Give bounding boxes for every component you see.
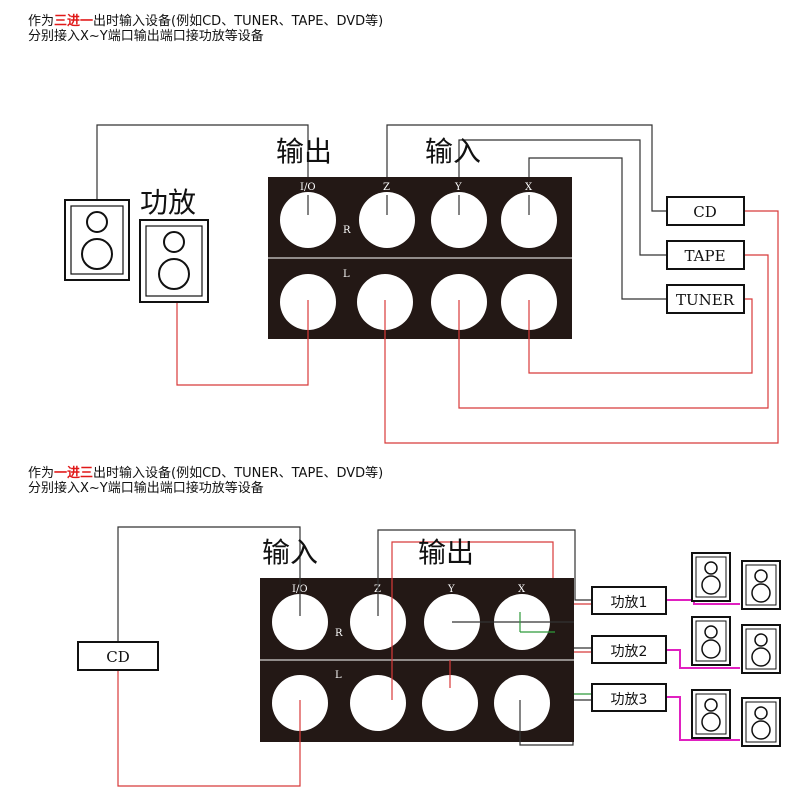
top-port-x: X bbox=[525, 182, 533, 193]
bottom-caption-highlight: 一进三 bbox=[54, 466, 94, 481]
top-wire-speaker-io bbox=[96, 124, 309, 213]
top-caption-highlight: 三进一 bbox=[54, 14, 94, 29]
top-device-cd-label: CD bbox=[693, 203, 717, 221]
bottom-speaker-2-2 bbox=[741, 624, 781, 674]
top-device-tape: TAPE bbox=[666, 240, 745, 270]
bottom-wire-z-amp1 bbox=[377, 529, 592, 612]
bottom-wire-amp2-spk bbox=[666, 649, 740, 669]
bottom-speaker-3-2 bbox=[741, 697, 781, 747]
top-jack-x-r bbox=[501, 192, 557, 248]
bottom-wire-amp3-spk bbox=[666, 696, 740, 741]
top-port-io: I/O bbox=[300, 182, 316, 193]
bottom-label-input: 输入 bbox=[262, 536, 318, 569]
bottom-jack-io-r bbox=[272, 594, 328, 650]
bottom-caption-prefix: 作为 bbox=[28, 466, 55, 481]
bottom-jack-x-l bbox=[494, 675, 550, 731]
bottom-speaker-1-2 bbox=[741, 560, 781, 610]
top-device-tuner-label: TUNER bbox=[676, 291, 735, 309]
bottom-panel: I/O Z Y X R L bbox=[260, 578, 574, 742]
bottom-speakers bbox=[691, 552, 781, 747]
bottom-speaker-1-1 bbox=[691, 552, 731, 602]
bottom-caption-suffix: 出时输入设备(例如CD、TUNER、TAPE、DVD等) bbox=[93, 466, 384, 481]
top-wire-z-cd bbox=[386, 124, 667, 213]
top-caption: 作为三进一出时输入设备(例如CD、TUNER、TAPE、DVD等) 分别接入X~… bbox=[28, 14, 383, 44]
top-caption-prefix: 作为 bbox=[28, 14, 55, 29]
top-panel: I/O Z Y X R L bbox=[268, 177, 572, 339]
bottom-label-output: 输出 bbox=[418, 536, 474, 569]
top-jack-io-r bbox=[280, 192, 336, 248]
bottom-jack-z-l bbox=[350, 675, 406, 731]
bottom-amp-1-label: 功放1 bbox=[611, 595, 648, 611]
top-wire-y-tape bbox=[458, 139, 667, 256]
top-port-r: R bbox=[343, 225, 351, 236]
bottom-port-x: X bbox=[518, 584, 526, 595]
top-caption-suffix: 出时输入设备(例如CD、TUNER、TAPE、DVD等) bbox=[93, 14, 384, 29]
top-device-tuner: TUNER bbox=[666, 284, 745, 314]
top-wire-speaker-l-io bbox=[176, 300, 309, 386]
top-speaker-2 bbox=[139, 219, 209, 303]
top-wire-tape-y-l bbox=[458, 254, 769, 409]
bottom-wire-cd-io bbox=[117, 526, 301, 642]
top-port-z: Z bbox=[383, 182, 390, 193]
top-label-input: 输入 bbox=[425, 135, 481, 168]
bottom-port-y: Y bbox=[447, 584, 455, 595]
bottom-speaker-3-1 bbox=[691, 689, 731, 739]
top-jack-y-r bbox=[431, 192, 487, 248]
bottom-amp-2-label: 功放2 bbox=[611, 644, 648, 660]
bottom-caption-line2: 分别接入X~Y端口输出端口接功放等设备 bbox=[28, 481, 264, 496]
bottom-diagram: I/O Z Y X R L 输入 输出 CD bbox=[77, 526, 781, 787]
bottom-caption: 作为一进三出时输入设备(例如CD、TUNER、TAPE、DVD等) 分别接入X~… bbox=[28, 466, 383, 496]
bottom-amp-3: 功放3 bbox=[591, 683, 667, 712]
top-label-amp: 功放 bbox=[140, 186, 196, 219]
bottom-caption-line1: 作为一进三出时输入设备(例如CD、TUNER、TAPE、DVD等) bbox=[28, 466, 383, 481]
bottom-device-cd-label: CD bbox=[106, 648, 130, 666]
bottom-device-cd: CD bbox=[77, 641, 159, 671]
bottom-jack-y-l bbox=[422, 675, 478, 731]
top-port-y: Y bbox=[454, 182, 462, 193]
bottom-wire-cd-io-l bbox=[117, 670, 301, 787]
top-caption-line1: 作为三进一出时输入设备(例如CD、TUNER、TAPE、DVD等) bbox=[28, 14, 383, 29]
top-label-output: 输出 bbox=[276, 135, 332, 168]
bottom-port-r: R bbox=[335, 628, 343, 639]
bottom-port-l: L bbox=[335, 670, 342, 681]
top-device-cd: CD bbox=[666, 196, 745, 226]
top-wire-tuner-x-l bbox=[528, 298, 753, 374]
top-caption-line2: 分别接入X~Y端口输出端口接功放等设备 bbox=[28, 29, 264, 44]
top-diagram: I/O Z Y X R L 输出 输入 功放 CD TA bbox=[64, 124, 779, 444]
top-device-tape-label: TAPE bbox=[684, 247, 725, 265]
top-jack-z-r bbox=[359, 192, 415, 248]
top-wire-x-tuner bbox=[528, 157, 667, 300]
bottom-amp-1: 功放1 bbox=[591, 586, 667, 615]
top-wire-cd-z-l bbox=[384, 210, 779, 444]
bottom-amp-3-label: 功放3 bbox=[611, 692, 648, 708]
bottom-speaker-2-1 bbox=[691, 616, 731, 666]
top-speaker-1 bbox=[64, 199, 130, 281]
top-port-l: L bbox=[343, 269, 350, 280]
bottom-amp-2: 功放2 bbox=[591, 635, 667, 664]
